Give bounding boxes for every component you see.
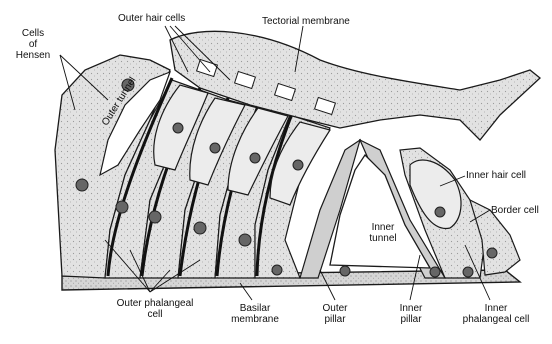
label-inner-hair-cell: Inner hair cell: [466, 170, 526, 181]
label-cells-of-hensen: Cells of Hensen: [6, 28, 60, 61]
label-basilar-membrane: Basilar membrane: [225, 303, 285, 325]
label-inner-tunnel: Inner tunnel: [358, 222, 408, 244]
label-border-cell: Border cell: [491, 205, 539, 216]
label-inner-pillar-line2: pillar: [386, 314, 436, 325]
label-basilar-line2: membrane: [225, 314, 285, 325]
label-outer-pillar: Outer pillar: [310, 303, 360, 325]
label-outer-pillar-line1: Outer: [310, 303, 360, 314]
label-cells-of-hensen-line3: Hensen: [6, 50, 60, 61]
label-tectorial-membrane: Tectorial membrane: [262, 16, 350, 27]
label-basilar-line1: Basilar: [225, 303, 285, 314]
label-inner-phalangeal-line1: Inner: [446, 303, 546, 314]
label-outer-hair-cells: Outer hair cells: [118, 13, 185, 24]
label-inner-tunnel-line2: tunnel: [358, 233, 408, 244]
label-outer-pillar-line2: pillar: [310, 314, 360, 325]
inner-hair-cell: [410, 160, 461, 228]
label-inner-phalangeal-cell: Inner phalangeal cell: [446, 303, 546, 325]
label-outer-phalangeal-cell: Outer phalangeal cell: [100, 298, 210, 320]
label-inner-pillar-line1: Inner: [386, 303, 436, 314]
label-cells-of-hensen-line1: Cells: [6, 28, 60, 39]
label-outer-phalangeal-line1: Outer phalangeal: [100, 298, 210, 309]
label-inner-pillar: Inner pillar: [386, 303, 436, 325]
label-inner-phalangeal-line2: phalangeal cell: [446, 314, 546, 325]
label-outer-phalangeal-line2: cell: [100, 309, 210, 320]
label-inner-tunnel-line1: Inner: [358, 222, 408, 233]
label-cells-of-hensen-line2: of: [6, 39, 60, 50]
